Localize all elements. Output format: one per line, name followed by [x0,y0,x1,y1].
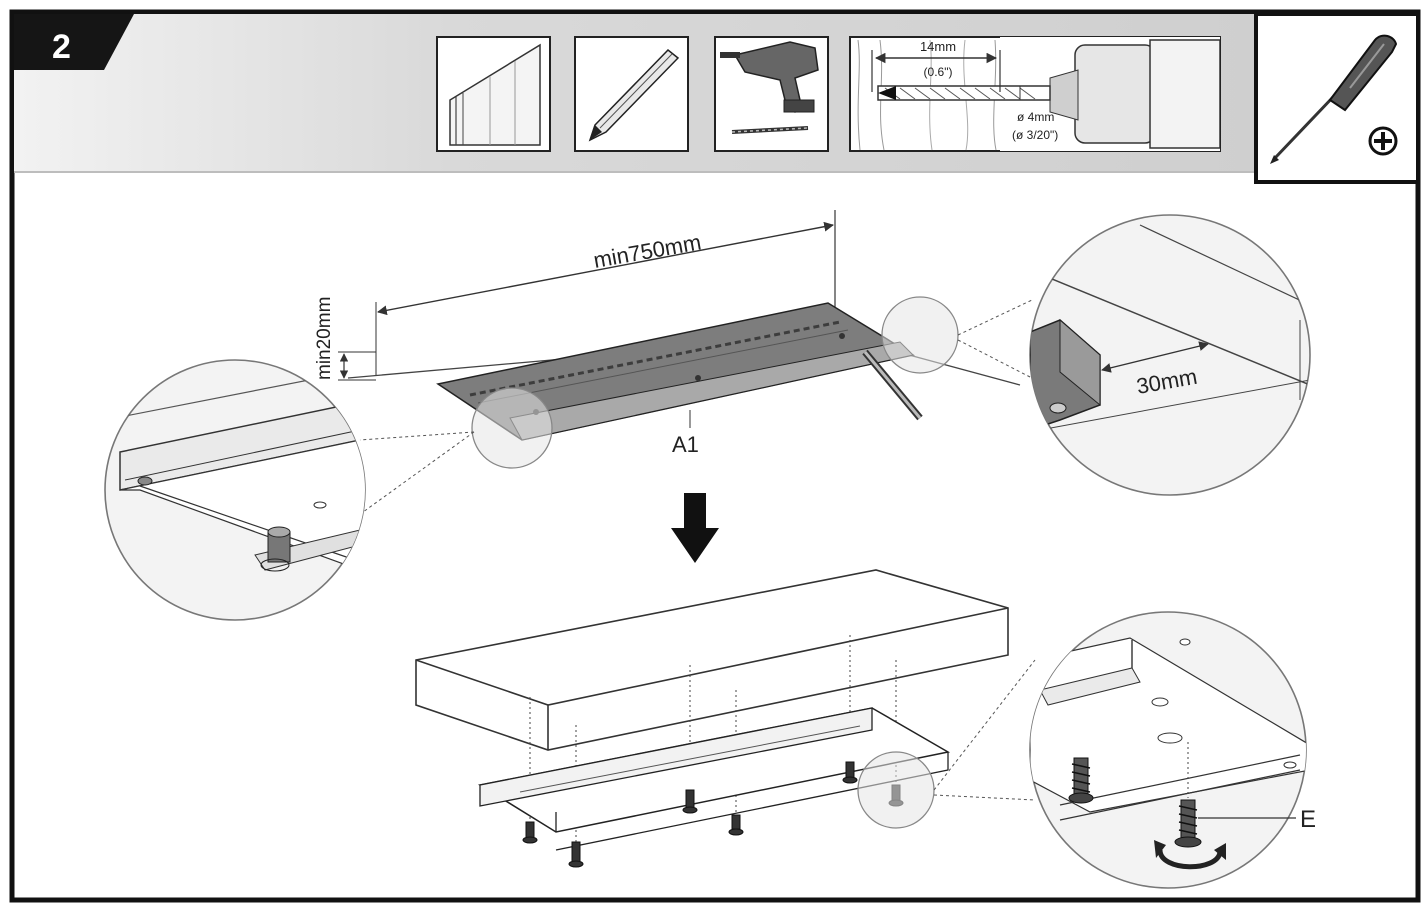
left-detail-magnifier [104,359,366,621]
right-detail-magnifier-bottom: E [1029,611,1316,889]
drill-diameter-label-imperial: (ø 3/20") [1012,128,1058,142]
rail-installation: min750mm min20mm A1 [314,210,1033,521]
wall-panel [436,36,551,152]
screw-label-e: E [1300,806,1316,833]
part-label-a1: A1 [672,432,699,457]
length-dimension-label: min750mm [592,229,704,273]
right-detail-magnifier-top: 30mm [1029,214,1311,496]
down-arrow-icon [671,493,719,563]
step-badge: 2 [14,14,134,70]
page-frame [9,9,1421,903]
drill-depth-label-imperial: (0.6") [924,65,953,79]
pencil-icon [574,36,689,152]
shelf-assembly [415,569,1036,868]
shelf-board [415,569,1009,751]
drill-depth-panel: 14mm (0.6") ø 4mm (ø 3/20") [849,36,1221,152]
height-dimension-label: min20mm [314,297,335,380]
screwdriver-panel [1254,12,1420,184]
drill-depth-label: 14mm [920,39,956,54]
step-number: 2 [52,28,71,66]
drill-diameter-label: ø 4mm [1017,110,1054,124]
power-drill-icon [714,36,829,152]
